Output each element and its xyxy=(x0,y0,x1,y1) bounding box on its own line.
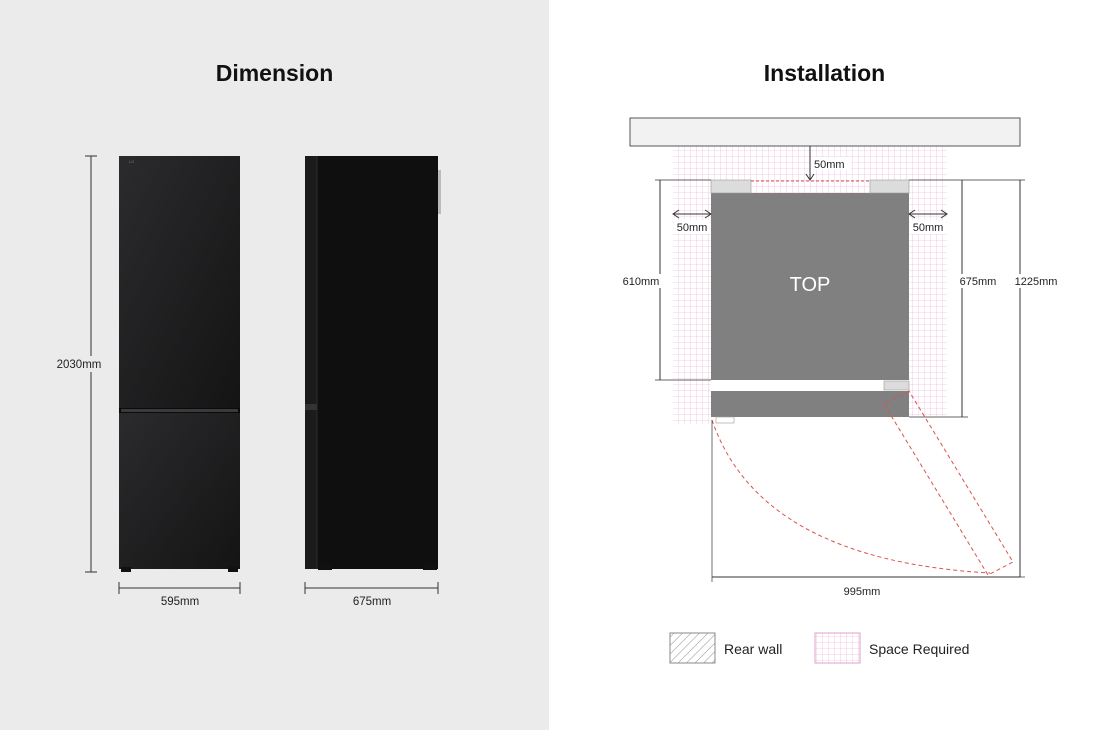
rear-spacer-right xyxy=(869,179,910,194)
rear-wall-swatch xyxy=(669,632,716,664)
left-gap-arrow-left xyxy=(672,209,680,219)
side-door-edge xyxy=(305,156,317,569)
width-995-label: 995mm xyxy=(844,586,881,598)
fridge-top-body xyxy=(711,193,909,380)
depth-1225-label-bg xyxy=(1006,274,1062,288)
top-gap-arrow xyxy=(805,173,815,181)
fridge-upper-door xyxy=(119,156,240,409)
door-hinge-block xyxy=(883,380,910,391)
depth-675-label: 675mm xyxy=(960,276,997,288)
side-body xyxy=(317,156,438,569)
depth-1225-label: 1225mm xyxy=(1015,276,1058,288)
fridge-front-view: 2030mm LG 595mm xyxy=(52,155,241,608)
installation-plan: TOP 50mm 50mm 50mm xyxy=(618,117,1062,598)
depth-label: 675mm xyxy=(353,596,391,608)
side-hinge xyxy=(305,404,317,410)
fridge-door-top xyxy=(711,391,909,417)
open-door-outline xyxy=(883,390,1014,576)
door-swing-arc xyxy=(711,419,991,574)
handle-recess xyxy=(121,409,238,412)
installation-title: Installation xyxy=(763,60,886,86)
space-required-legend-label: Space Required xyxy=(869,641,969,657)
depth-675-label-bg xyxy=(956,274,1002,288)
lg-logo: LG xyxy=(129,159,134,164)
depth-610-label: 610mm xyxy=(623,276,660,288)
right-gap-label: 50mm xyxy=(913,222,944,234)
fridge-foot-right xyxy=(228,567,238,572)
top-label: TOP xyxy=(790,274,831,296)
top-gap-label: 50mm xyxy=(814,159,845,171)
rear-wall xyxy=(629,117,1021,147)
width-label: 595mm xyxy=(161,596,199,608)
side-rear-bracket xyxy=(438,170,441,214)
rear-spacer-left xyxy=(710,179,752,194)
top-gap-label-bg xyxy=(811,157,851,170)
side-foot-front xyxy=(318,565,332,570)
fridge-foot-left xyxy=(121,567,131,572)
fridge-lower-door xyxy=(119,411,240,569)
height-label: 2030mm xyxy=(57,359,102,371)
rear-wall-legend-label: Rear wall xyxy=(724,641,782,657)
left-gap-label: 50mm xyxy=(677,222,708,234)
legend: Rear wall Space Required xyxy=(669,632,969,664)
right-gap-label-bg xyxy=(910,220,946,234)
left-gap-label-bg xyxy=(674,220,710,234)
dimension-title: Dimension xyxy=(215,60,334,86)
height-label-bg xyxy=(52,356,130,372)
left-gap-arrow-right xyxy=(704,209,712,219)
door-handle-tab xyxy=(715,416,735,424)
space-required-swatch xyxy=(814,632,861,664)
depth-610-label-bg xyxy=(618,274,664,288)
right-gap-arrow-right xyxy=(940,209,948,219)
side-foot-rear xyxy=(423,565,437,570)
right-gap-arrow-left xyxy=(908,209,916,219)
fridge-side-view: 675mm xyxy=(304,156,441,608)
